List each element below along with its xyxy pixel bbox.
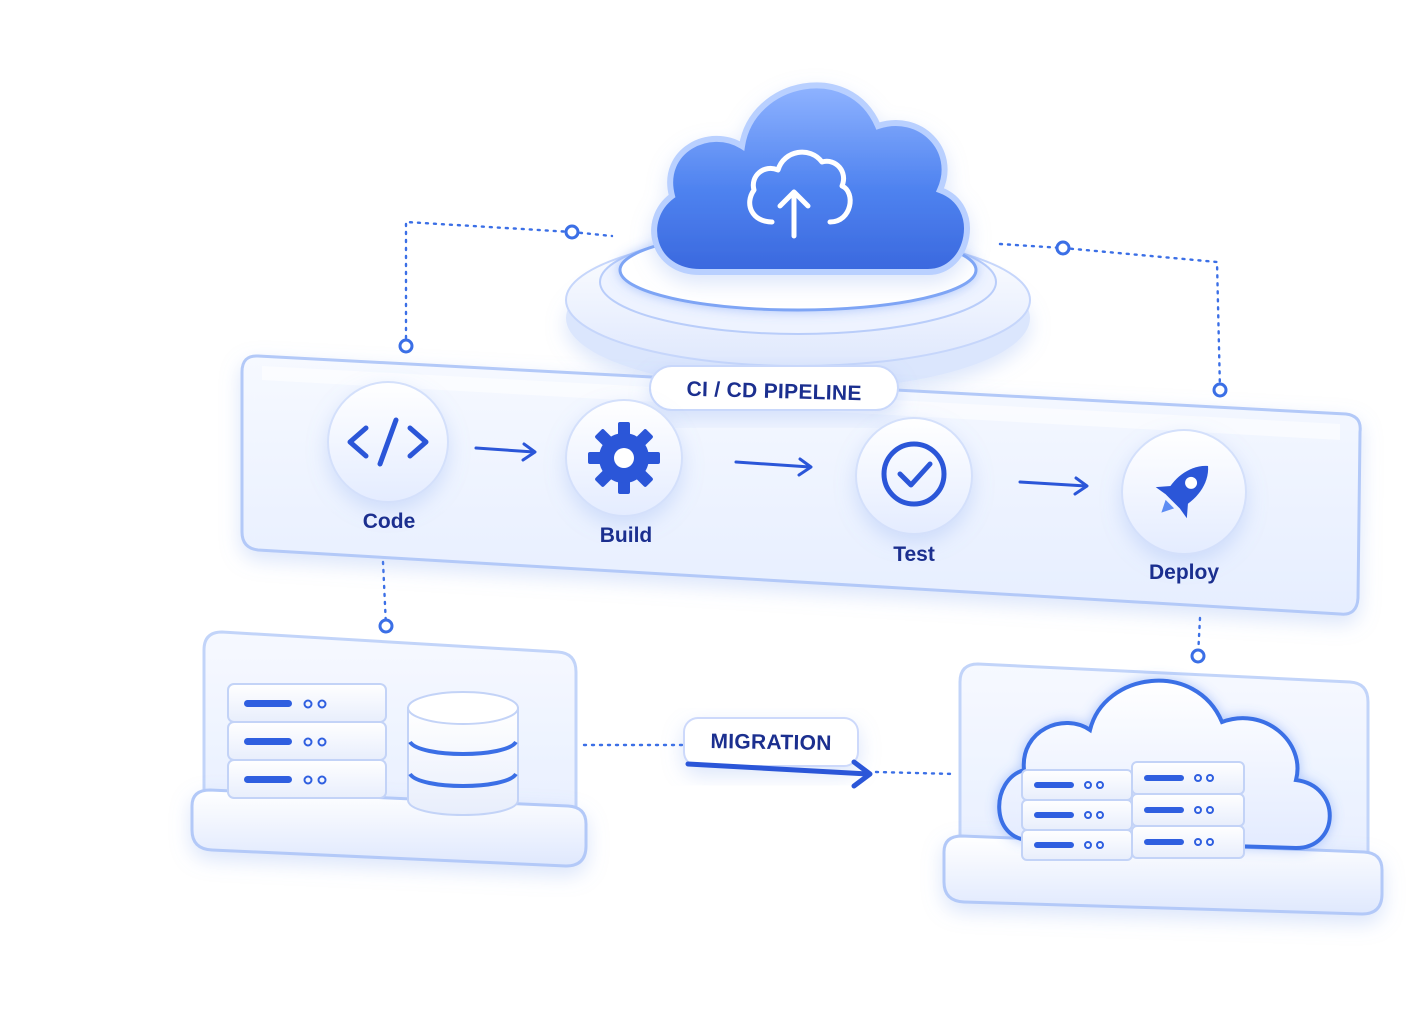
connector-node	[398, 338, 414, 354]
migration-label: MIGRATION	[710, 730, 832, 755]
cloud-upload-icon	[651, 82, 970, 275]
code-icon	[347, 417, 429, 467]
connector-node	[1190, 648, 1206, 664]
connector-node	[378, 618, 394, 634]
pipeline-arrow	[474, 442, 537, 462]
stage-label-test: Test	[893, 543, 935, 566]
stage-build: Build	[565, 399, 683, 547]
stage-test: Test	[855, 417, 973, 566]
connector-node	[1212, 382, 1228, 398]
pipeline-title-badge: CI / CD PIPELINE	[649, 365, 899, 411]
migration-badge: MIGRATION	[683, 717, 873, 789]
stage-code: Code	[327, 381, 449, 533]
rocket-icon	[1155, 465, 1209, 519]
database-icon	[407, 691, 519, 816]
connector-left-top	[404, 220, 574, 348]
connector-cloud-left	[570, 230, 614, 238]
connector-lines	[381, 220, 1222, 776]
server-rack-icon	[227, 683, 387, 799]
connector-right-top	[1061, 246, 1222, 392]
pipeline-arrow	[734, 457, 813, 477]
connector-node	[564, 224, 580, 240]
stage-label-deploy: Deploy	[1149, 561, 1219, 584]
cloud-server-icon	[997, 678, 1332, 861]
check-circle-icon	[881, 441, 947, 507]
connector-nodes	[378, 224, 1228, 664]
connector-node	[1055, 240, 1071, 256]
connector-cloud-right	[998, 242, 1065, 250]
pipeline-title: CI / CD PIPELINE	[686, 378, 862, 406]
stage-label-build: Build	[600, 524, 653, 547]
stage-deploy: Deploy	[1121, 429, 1247, 584]
gear-icon	[588, 422, 660, 494]
migration-arrow-icon	[685, 759, 873, 789]
connector-left-bottom	[381, 560, 388, 628]
pipeline-arrow	[1018, 476, 1089, 496]
stage-label-code: Code	[363, 510, 416, 533]
connector-migration-right	[874, 770, 957, 776]
